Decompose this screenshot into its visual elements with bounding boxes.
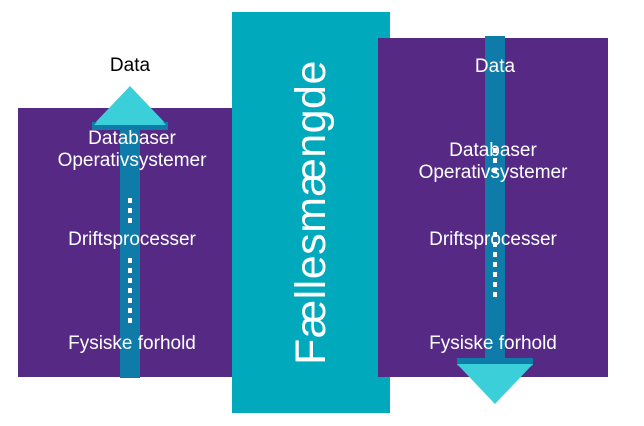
data-flow-down-arrow-icon <box>457 36 533 404</box>
common-set-column: Fællesmængde <box>232 12 390 413</box>
common-set-label: Fællesmængde <box>286 60 335 365</box>
data-flow-up-arrow-icon <box>92 86 168 378</box>
right-data-label: Data <box>474 56 516 77</box>
left-data-label: Data <box>109 55 151 76</box>
